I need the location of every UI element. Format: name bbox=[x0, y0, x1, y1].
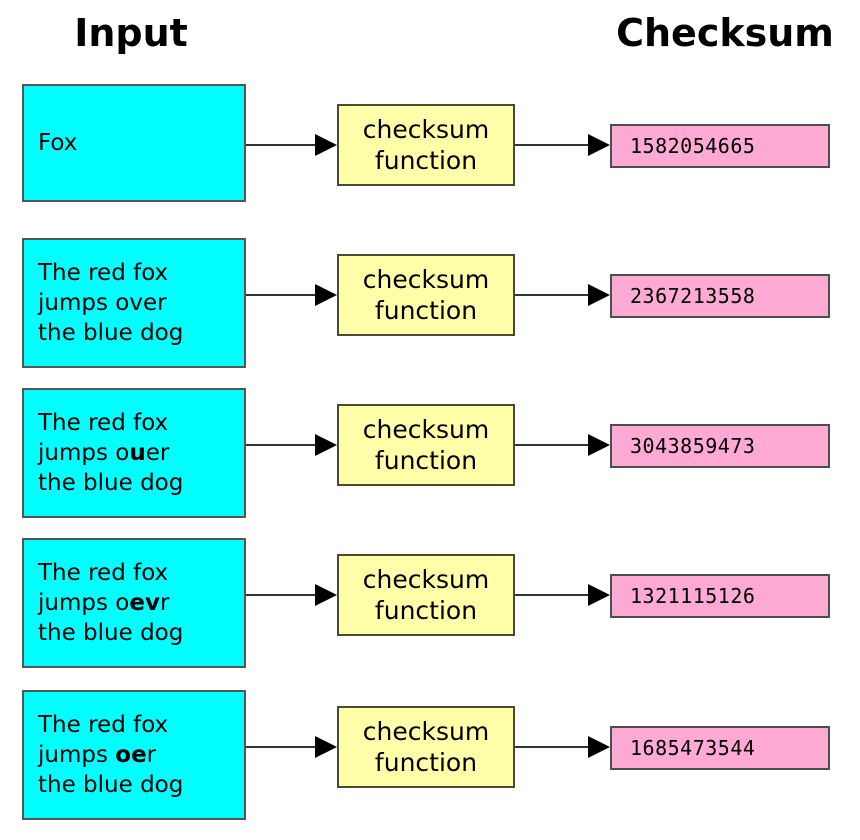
arrow-shaft-icon bbox=[515, 294, 588, 296]
arrow-function-to-checksum bbox=[515, 434, 610, 456]
arrow-shaft-icon bbox=[515, 144, 588, 146]
checksum-box[interactable]: 1582054665 bbox=[610, 124, 830, 168]
checksum-function-label: checksum function bbox=[362, 415, 490, 475]
checksum-function-label: checksum function bbox=[362, 115, 490, 175]
arrow-shaft-icon bbox=[515, 746, 588, 748]
checksum-function-box[interactable]: checksum function bbox=[337, 104, 515, 186]
arrow-shaft-icon bbox=[515, 594, 588, 596]
arrow-input-to-function bbox=[246, 284, 337, 306]
arrow-head-icon bbox=[588, 434, 610, 456]
diagram-row: Fox checksum function 1582054665 bbox=[0, 84, 860, 234]
checksum-function-box[interactable]: checksum function bbox=[337, 254, 515, 336]
arrow-function-to-checksum bbox=[515, 134, 610, 156]
checksum-value: 1685473544 bbox=[630, 736, 756, 760]
arrow-head-icon bbox=[315, 434, 337, 456]
arrow-shaft-icon bbox=[246, 144, 315, 146]
checksum-box[interactable]: 2367213558 bbox=[610, 274, 830, 318]
input-box[interactable]: Fox bbox=[22, 84, 246, 202]
checksum-function-box[interactable]: checksum function bbox=[337, 706, 515, 788]
arrow-head-icon bbox=[315, 284, 337, 306]
checksum-box[interactable]: 1685473544 bbox=[610, 726, 830, 770]
arrow-input-to-function bbox=[246, 584, 337, 606]
arrow-head-icon bbox=[588, 584, 610, 606]
arrow-head-icon bbox=[588, 134, 610, 156]
checksum-box[interactable]: 3043859473 bbox=[610, 424, 830, 468]
checksum-value: 3043859473 bbox=[630, 434, 756, 458]
checksum-value: 1582054665 bbox=[630, 134, 756, 158]
arrow-shaft-icon bbox=[515, 444, 588, 446]
checksum-function-box[interactable]: checksum function bbox=[337, 404, 515, 486]
arrow-function-to-checksum bbox=[515, 736, 610, 758]
arrow-head-icon bbox=[588, 736, 610, 758]
checksum-value: 2367213558 bbox=[630, 284, 756, 308]
checksum-column-header: Checksum bbox=[616, 11, 834, 55]
arrow-shaft-icon bbox=[246, 294, 315, 296]
arrow-function-to-checksum bbox=[515, 284, 610, 306]
arrow-head-icon bbox=[315, 584, 337, 606]
arrow-shaft-icon bbox=[246, 444, 315, 446]
arrow-shaft-icon bbox=[246, 746, 315, 748]
input-column-header: Input bbox=[74, 11, 188, 55]
arrow-head-icon bbox=[315, 134, 337, 156]
checksum-function-label: checksum function bbox=[362, 265, 490, 325]
arrow-shaft-icon bbox=[246, 594, 315, 596]
checksum-function-label: checksum function bbox=[362, 717, 490, 777]
arrow-head-icon bbox=[315, 736, 337, 758]
checksum-function-box[interactable]: checksum function bbox=[337, 554, 515, 636]
input-text: Fox bbox=[38, 130, 78, 156]
arrow-input-to-function bbox=[246, 134, 337, 156]
arrow-head-icon bbox=[588, 284, 610, 306]
checksum-value: 1321115126 bbox=[630, 584, 756, 608]
checksum-function-label: checksum function bbox=[362, 565, 490, 625]
arrow-input-to-function bbox=[246, 434, 337, 456]
arrow-input-to-function bbox=[246, 736, 337, 758]
checksum-box[interactable]: 1321115126 bbox=[610, 574, 830, 618]
arrow-function-to-checksum bbox=[515, 584, 610, 606]
